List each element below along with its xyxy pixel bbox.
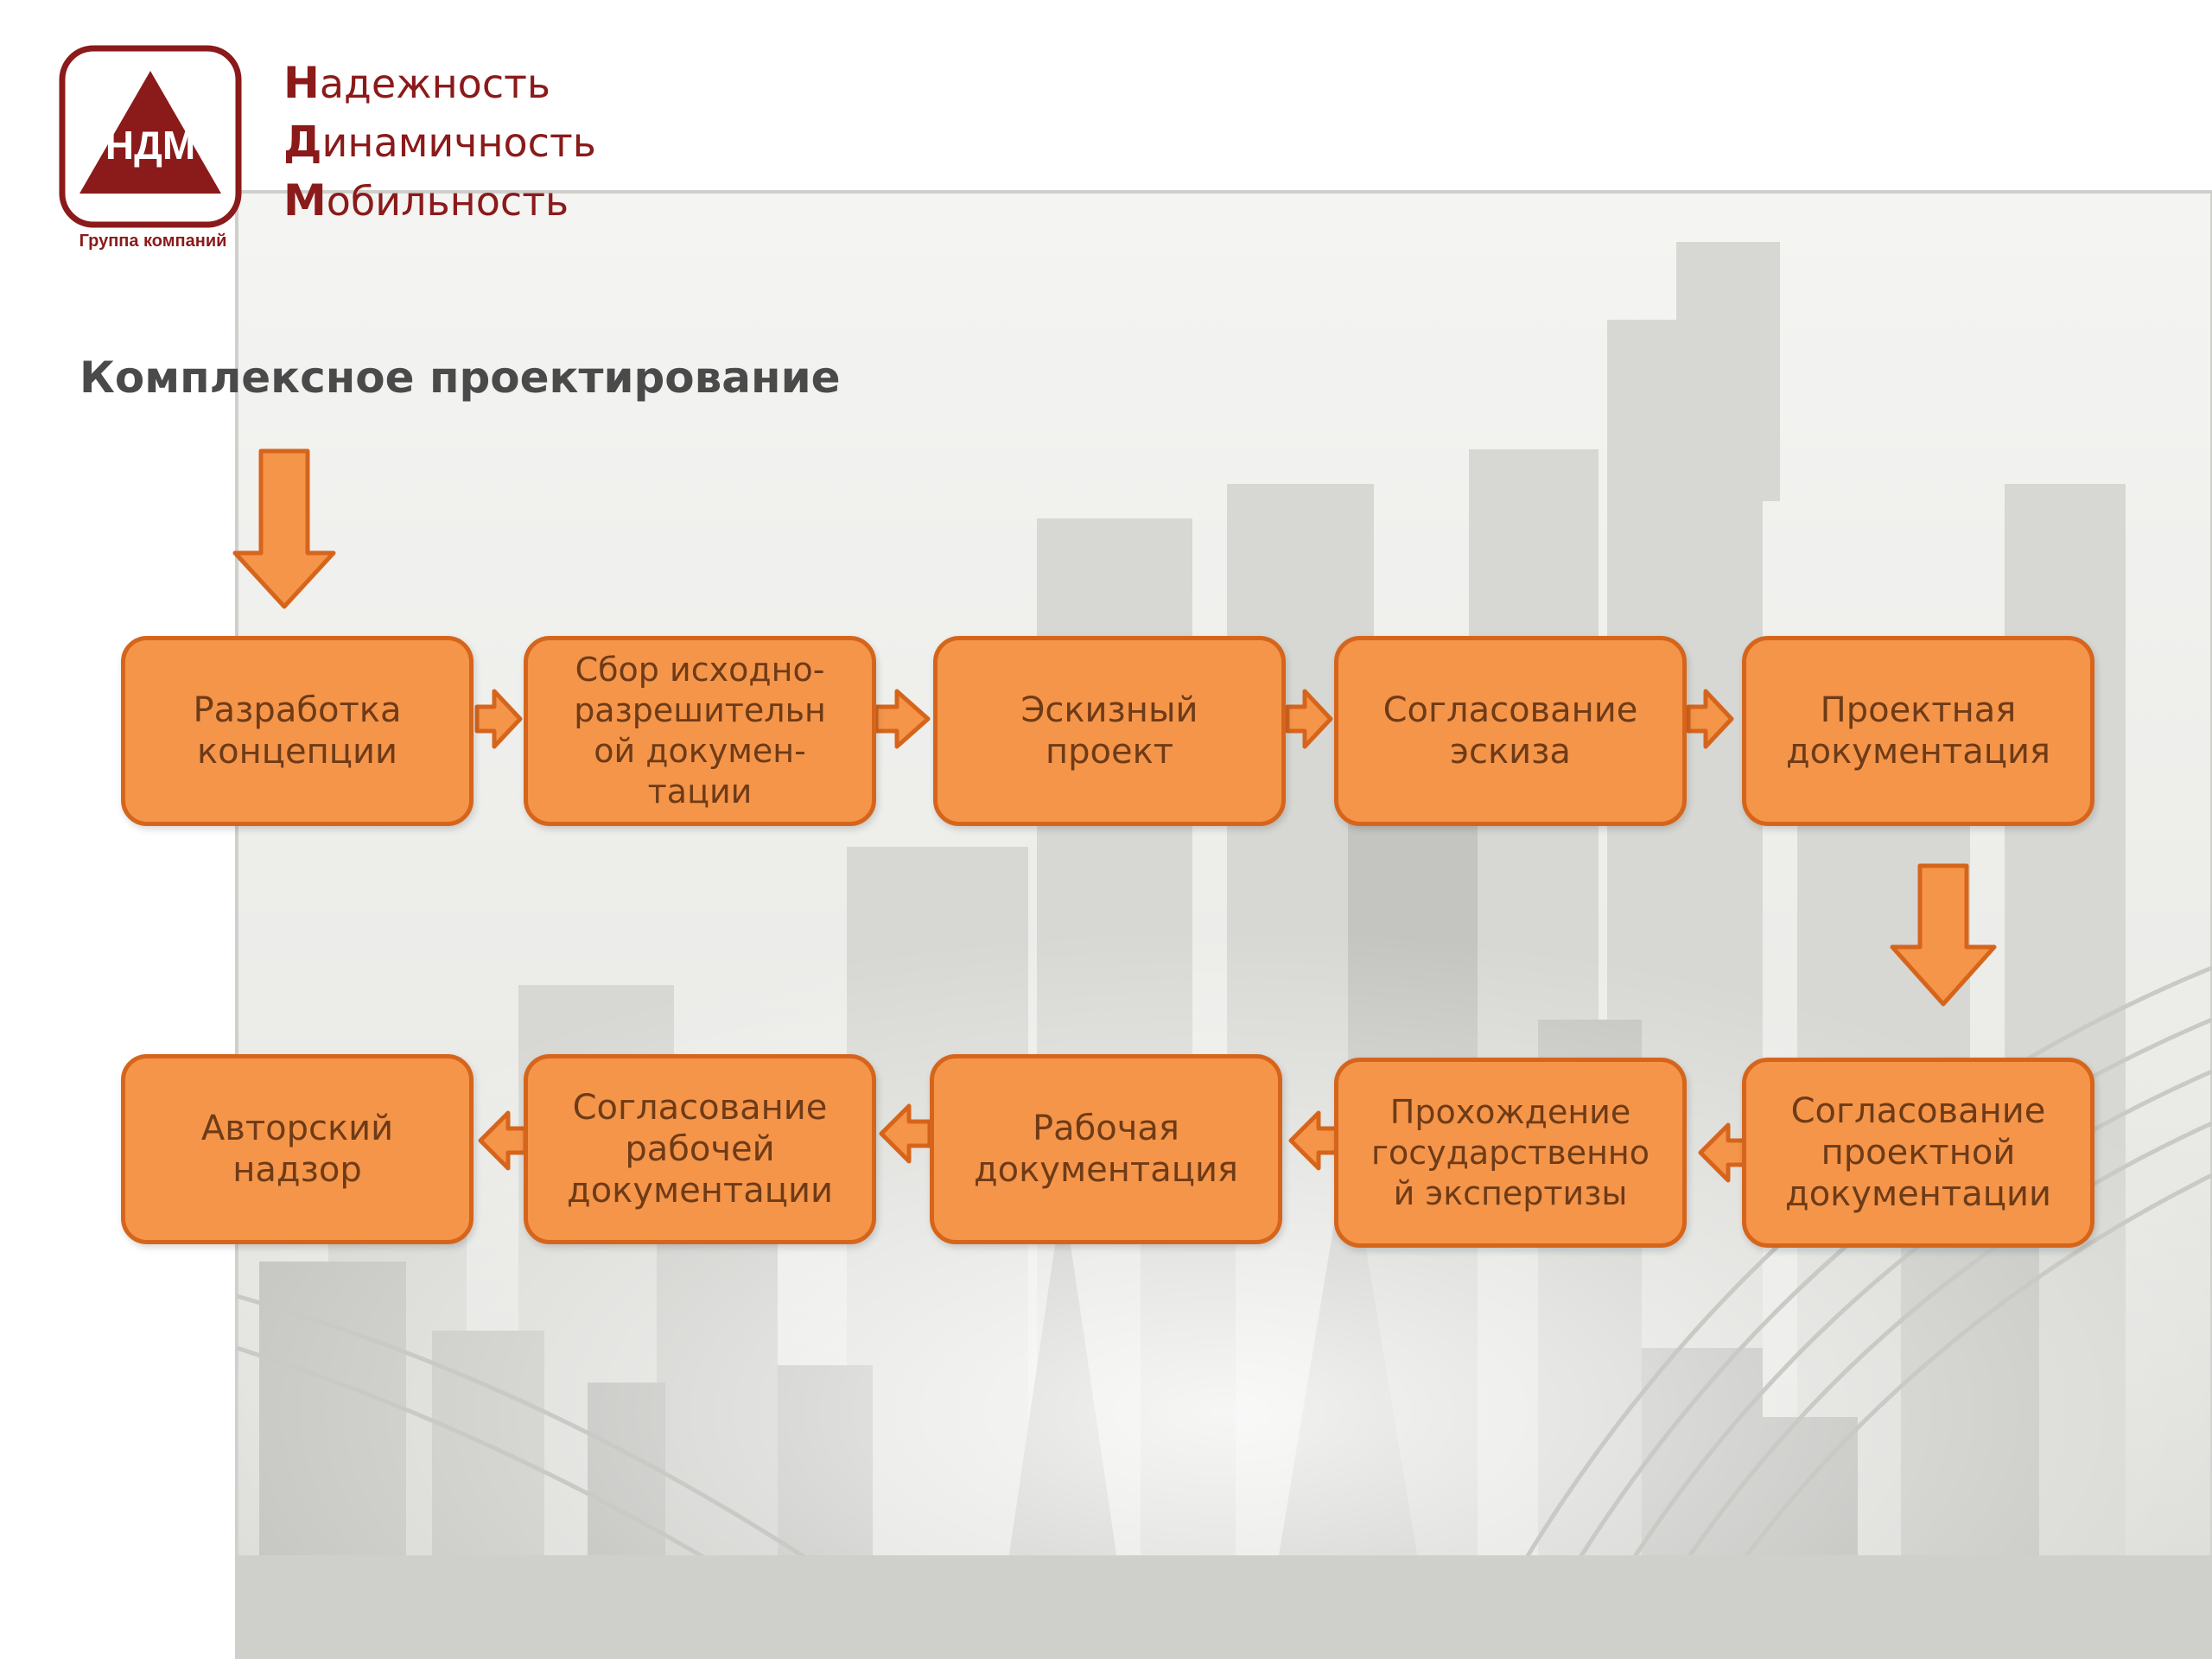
step-project-docs-approval: Согласование проектной документации — [1742, 1058, 2094, 1248]
arrow-left-2 — [1288, 1110, 1340, 1171]
arrow-left-1 — [1698, 1122, 1748, 1183]
company-logo: НДМ — [59, 45, 242, 228]
logo-caption: Группа компаний — [79, 232, 227, 251]
step-working-docs-approval: Согласование рабочей документации — [524, 1054, 876, 1244]
arrow-right-1 — [474, 689, 523, 749]
arrow-right-3 — [1285, 689, 1333, 749]
arrow-left-3 — [879, 1103, 932, 1164]
page-title: Комплексное проектирование — [79, 353, 841, 403]
step-working-documentation: Рабочая документация — [930, 1054, 1282, 1244]
step-sketch-project: Эскизный проект — [933, 636, 1286, 826]
slogan-line-1: Надежность — [283, 58, 551, 108]
start-down-arrow — [232, 448, 336, 609]
step-concept-development: Разработка концепции — [121, 636, 474, 826]
step-initial-permit-docs: Сбор исходно- разрешительн ой докумен- т… — [524, 636, 876, 826]
step-state-expertise: Прохождение государственно й экспертизы — [1334, 1058, 1687, 1248]
step-sketch-approval: Согласование эскиза — [1334, 636, 1687, 826]
arrow-right-2 — [874, 689, 931, 749]
logo-mark: НДМ — [105, 123, 195, 168]
slogan-line-3: Мобильность — [283, 175, 569, 226]
row-down-arrow — [1890, 863, 1997, 1007]
triangle-icon — [79, 71, 221, 194]
slogan: Надежность Динамичность Мобильность — [283, 54, 596, 230]
step-project-documentation: Проектная документация — [1742, 636, 2094, 826]
step-author-supervision: Авторский надзор — [121, 1054, 474, 1244]
arrow-right-4 — [1686, 689, 1734, 749]
arrow-left-4 — [478, 1110, 528, 1171]
slogan-line-2: Динамичность — [283, 117, 596, 167]
